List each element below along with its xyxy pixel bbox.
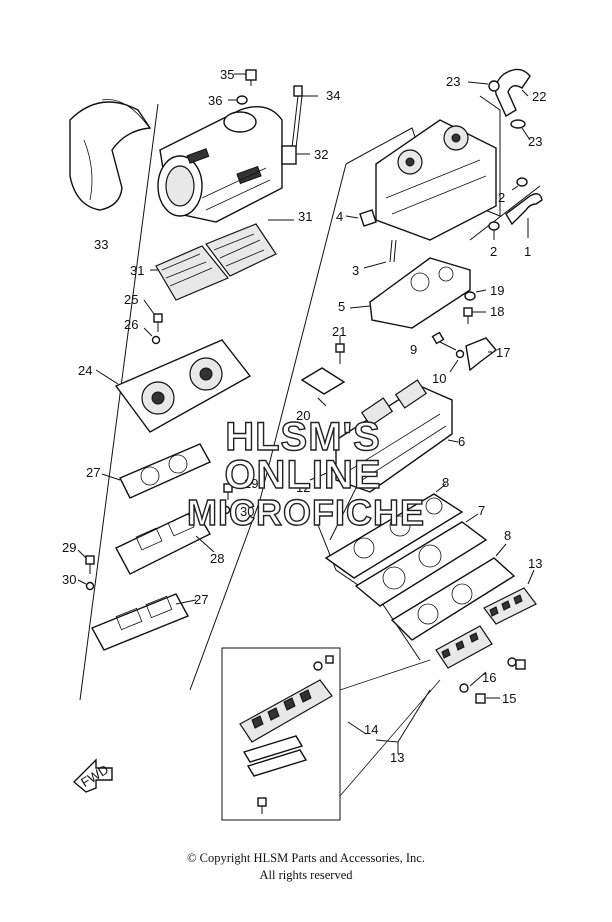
gasket-part-27-upper	[101, 443, 211, 499]
clamp-part-2-upper	[511, 177, 528, 191]
bolt-part-9	[431, 331, 457, 351]
callout-25: 25	[124, 292, 138, 307]
callout-21: 21	[332, 324, 346, 339]
callout-24: 24	[78, 363, 92, 378]
callout-8-upper: 8	[442, 475, 449, 490]
callout-1: 1	[524, 244, 531, 259]
air-box-part-32	[157, 106, 283, 223]
reed-valve-part-13-left	[435, 625, 493, 669]
callout-2-lower: 2	[490, 244, 497, 259]
callout-20: 20	[296, 408, 310, 423]
manifold-plate-part-28	[115, 509, 215, 575]
callout-19: 19	[490, 283, 504, 298]
bolt-part-15	[475, 659, 526, 704]
bracket-part-20	[300, 367, 346, 407]
washer-part-16	[459, 657, 517, 693]
watermark-line-3: MICROFICHE	[187, 492, 425, 533]
callout-3: 3	[352, 263, 359, 278]
gasket-part-8-lower	[390, 543, 516, 641]
washer-part-10	[449, 349, 465, 373]
copyright-notice: © Copyright HLSM Parts and Accessories, …	[0, 850, 612, 884]
watermark-line-1: HLSM'S	[225, 415, 381, 459]
reed-valve-part-13-right	[483, 569, 537, 625]
manifold-block-part-6	[335, 379, 459, 493]
gasket-part-5	[349, 257, 471, 329]
part-13-bracket-leader	[375, 689, 431, 754]
washer-part-26	[143, 327, 161, 345]
callout-labels: 35 36 34 32 33 31 31 25 26 24 27 29 30 2…	[62, 67, 546, 765]
callout-17: 17	[496, 345, 510, 360]
callout-6: 6	[458, 434, 465, 449]
copyright-line: © Copyright HLSM Parts and Accessories, …	[187, 851, 425, 865]
callout-30-left: 30	[62, 572, 76, 587]
callout-12: 12	[296, 480, 310, 495]
intake-duct-part-33	[69, 99, 152, 211]
callout-13-bottom: 13	[390, 750, 404, 765]
callout-13-right: 13	[528, 556, 542, 571]
gasket-part-27-lower	[91, 593, 197, 651]
callout-2-upper: 2	[498, 190, 505, 205]
callout-22: 22	[532, 89, 546, 104]
callout-9: 9	[410, 342, 417, 357]
screw-part-35	[234, 69, 257, 86]
part-12-leader	[309, 469, 335, 481]
callout-32: 32	[314, 147, 328, 162]
clamp-part-23-top	[467, 80, 500, 92]
callout-16: 16	[482, 670, 496, 685]
callout-5: 5	[338, 299, 345, 314]
bolt-part-21	[335, 336, 345, 364]
callout-27-lower: 27	[194, 592, 208, 607]
bolt-part-25	[143, 299, 163, 332]
flame-arrestor-part-31	[150, 219, 294, 301]
callout-36: 36	[208, 93, 222, 108]
clamp-part-23-bottom	[510, 119, 531, 141]
callout-30-right: 30	[240, 504, 254, 519]
bolt-part-29-left	[77, 549, 95, 574]
parts-exploded-diagram: FWD 35 36 34 32 33 31 31 25 26 24 27 29 …	[62, 67, 546, 821]
watermark: HLSM'S ONLINE MICROFICHE	[186, 414, 425, 533]
plate-part-7	[354, 513, 488, 607]
washer-part-30-right	[221, 505, 231, 515]
nut-part-4	[345, 209, 377, 227]
callout-15: 15	[502, 691, 516, 706]
callout-8-lower: 8	[504, 528, 511, 543]
fwd-arrow-icon: FWD	[72, 758, 113, 793]
callout-27-upper: 27	[86, 465, 100, 480]
long-bolt-part-34	[281, 85, 318, 165]
stud-part-3	[363, 239, 397, 269]
hose-part-22	[494, 68, 531, 118]
intake-manifold-assembly	[375, 119, 497, 241]
gasket-part-8-upper	[324, 483, 464, 579]
callout-29-left: 29	[62, 540, 76, 555]
callout-35: 35	[220, 67, 234, 82]
callout-31-left: 31	[130, 263, 144, 278]
air-box-base-part-24	[95, 339, 252, 433]
callout-4: 4	[336, 209, 343, 224]
watermark-line-2: ONLINE	[224, 453, 381, 497]
callout-26: 26	[124, 317, 138, 332]
callout-10: 10	[432, 371, 446, 386]
bolt-part-29-right	[223, 483, 233, 500]
callout-31-right: 31	[298, 209, 312, 224]
callout-18: 18	[490, 304, 504, 319]
clamp-part-2-lower	[488, 221, 500, 240]
rights-reserved-line: All rights reserved	[259, 868, 353, 882]
callout-34: 34	[326, 88, 340, 103]
callout-7: 7	[478, 503, 485, 518]
callout-14: 14	[364, 722, 378, 737]
cap-part-19	[464, 289, 487, 301]
callout-23-top: 23	[446, 74, 460, 89]
washer-part-30-left	[77, 579, 95, 591]
callout-23-bottom: 23	[528, 134, 542, 149]
bracket-part-17	[465, 337, 498, 372]
callout-29-right: 29	[244, 476, 258, 491]
bolt-part-18	[463, 307, 486, 324]
hose-part-1	[505, 193, 543, 238]
reed-detail-box-part-14	[221, 647, 441, 821]
grommet-part-36	[228, 95, 248, 105]
callout-33: 33	[94, 237, 108, 252]
callout-28: 28	[210, 551, 224, 566]
